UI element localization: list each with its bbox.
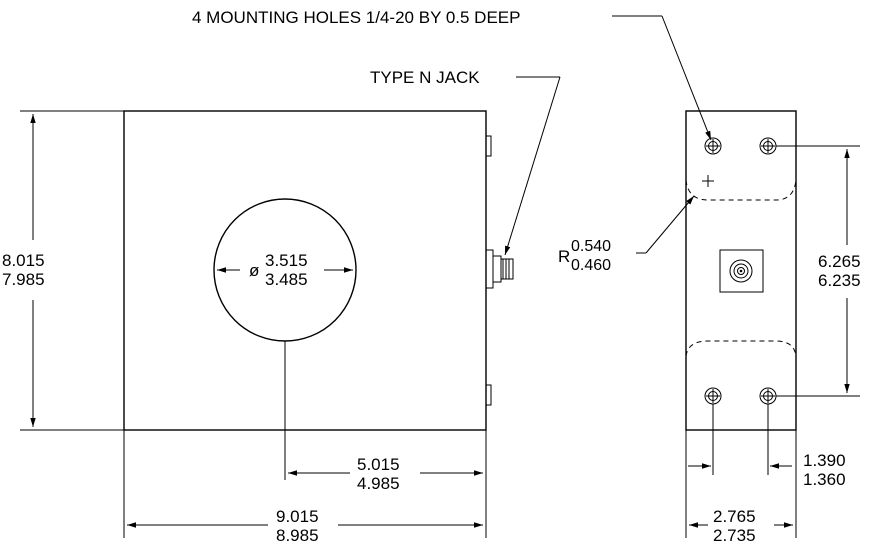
front-width-max: 9.015 [276,507,319,526]
connector-label: TYPE N JACK [370,68,480,87]
side-body-outline [685,110,797,431]
hole-edge-offset-max: 1.390 [803,451,846,470]
hole-edge-offset-dimension [685,404,797,538]
mounting-holes-leader [612,15,712,141]
radius-leader [636,195,695,254]
mounting-hole-bottom-right [759,387,777,405]
mounting-holes-label: 4 MOUNTING HOLES 1/4-20 BY 0.5 DEEP [192,8,520,27]
front-view [123,110,514,431]
hole-spacing-min: 6.235 [818,271,861,290]
hole-diameter-min: 3.485 [265,270,308,289]
hole-diameter-max: 3.515 [265,251,308,270]
hole-offset-min: 4.985 [357,474,400,493]
front-height-dimension [20,110,124,431]
radius-prefix: R [558,247,570,266]
side-view [685,110,797,431]
front-height-max: 8.015 [2,251,45,270]
side-width-max: 2.765 [713,507,756,526]
mounting-hole-top-left [704,137,722,155]
hole-edge-offset-min: 1.360 [803,470,846,489]
connector-leader [504,76,561,256]
side-width-min: 2.735 [713,526,756,545]
hole-spacing-max: 6.265 [818,252,861,271]
front-width-min: 8.985 [276,526,319,545]
front-width-dimension [123,430,487,538]
connector-face [719,249,764,293]
bottom-tab [485,384,492,406]
upper-pocket-hidden [685,179,797,201]
front-height-min: 7.985 [2,270,45,289]
mounting-hole-bottom-left [704,387,722,405]
lower-pocket-hidden [685,340,797,357]
type-n-connector [485,249,514,289]
hole-offset-max: 5.015 [357,455,400,474]
top-tab [485,135,492,157]
mounting-hole-top-right [759,137,777,155]
hole-spacing-dimension [776,145,860,397]
diameter-symbol: ø [249,261,259,280]
hole-offset-dimension [284,341,487,480]
radius-min: 0.460 [571,257,611,274]
radius-max: 0.540 [571,238,611,255]
